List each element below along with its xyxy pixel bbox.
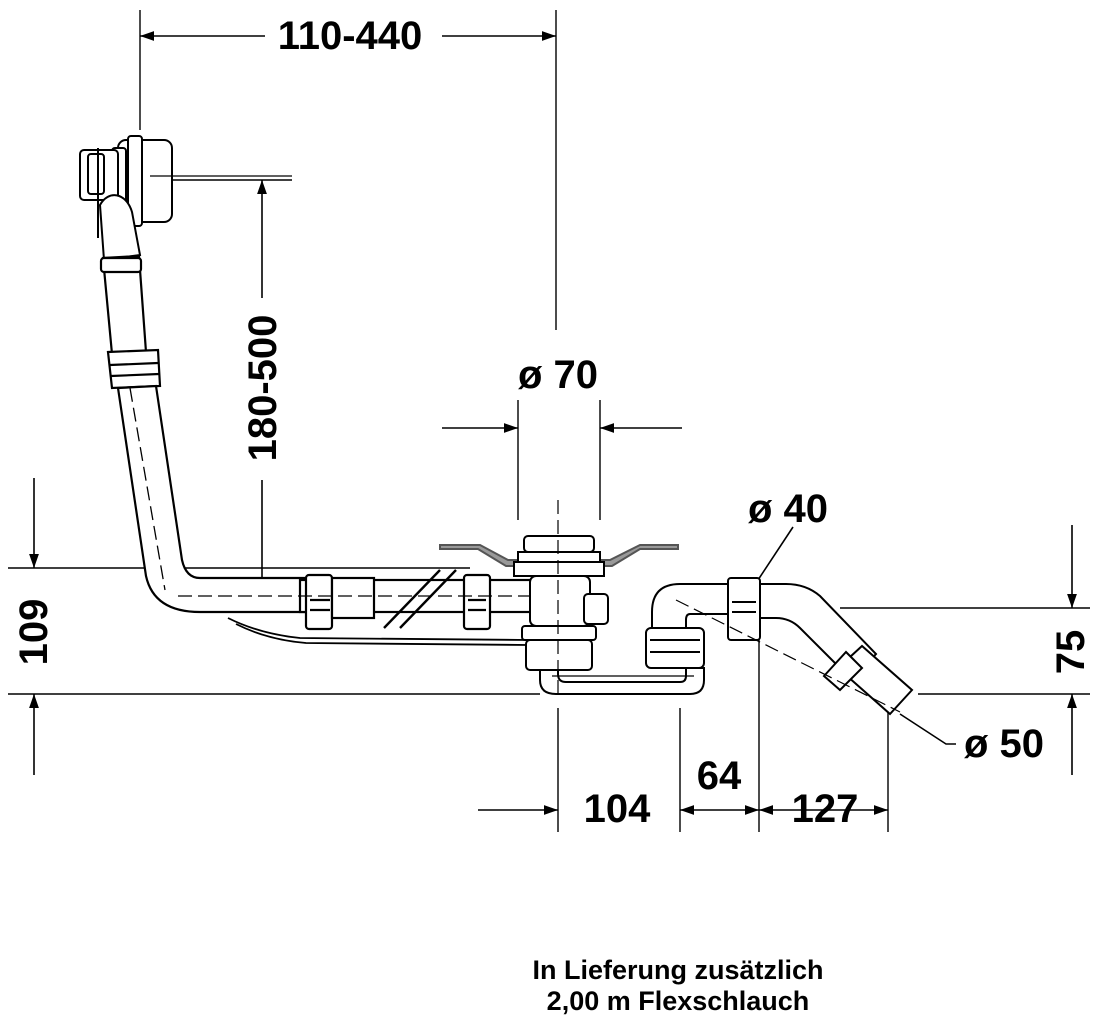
delivery-note: In Lieferung zusätzlich 2,00 m Flexschla…	[0, 955, 1100, 1017]
dimension-labels: 110-440 180-500 ø 70 ø 40 ø 50 109 75 10…	[12, 14, 1093, 831]
dim-height-right: 75	[1049, 630, 1093, 675]
drain-trap	[439, 500, 731, 700]
dim-height-left: 109	[12, 599, 56, 666]
dim-127: 127	[792, 787, 859, 831]
dim-outlet-diameter: ø 50	[964, 722, 1044, 766]
note-line-2: 2,00 m Flexschlauch	[546, 986, 810, 1016]
dimension-lines	[29, 31, 1077, 815]
note-line-1: In Lieferung zusätzlich	[532, 955, 824, 985]
dim-drain-diameter: ø 70	[518, 353, 598, 397]
outlet-pipe	[675, 577, 914, 716]
flex-hose	[227, 617, 529, 646]
dim-overflow-horizontal: 110-440	[278, 14, 423, 58]
dim-overflow-vertical: 180-500	[241, 315, 285, 462]
dim-64: 64	[697, 754, 742, 798]
reference-lines	[8, 10, 1090, 832]
overflow-pipe	[99, 254, 312, 614]
overflow-fitting	[79, 135, 292, 262]
dim-104: 104	[584, 787, 651, 831]
dim-pipe-diameter: ø 40	[748, 487, 828, 531]
horizontal-pipe	[178, 569, 542, 631]
